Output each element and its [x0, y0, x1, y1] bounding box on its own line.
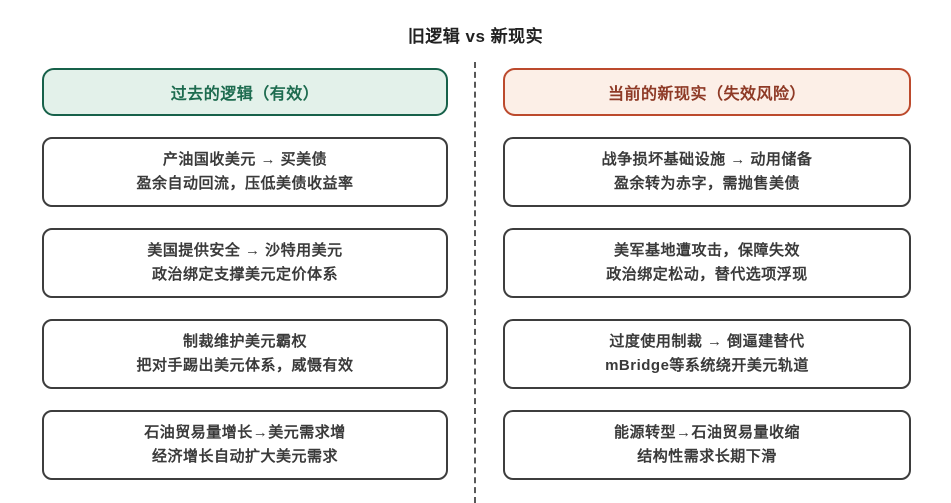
left-card-3: 制裁维护美元霸权 把对手踢出美元体系，威慑有效 [42, 319, 448, 389]
right-card-2: 美军基地遭攻击，保障失效 政治绑定松动，替代选项浮现 [503, 228, 911, 298]
right-card-4-line-2: 结构性需求长期下滑 [637, 447, 777, 465]
right-card-1-line-1: 战争损坏基础设施 → 动用储备 [601, 151, 813, 168]
right-card-2-line-2: 政治绑定松动，替代选项浮现 [606, 265, 808, 283]
page-title: 旧逻辑 vs 新现实 [407, 27, 544, 46]
left-card-4-line-2: 经济增长自动扩大美元需求 [151, 447, 338, 465]
left-card-4: 石油贸易量增长→美元需求增 经济增长自动扩大美元需求 [42, 410, 448, 480]
left-card-1-line-2: 盈余自动回流，压低美债收益率 [136, 174, 354, 192]
right-card-3-line-2: mBridge等系统绕开美元轨道 [605, 356, 809, 374]
left-card-1-line-1: 产油国收美元 → 买美债 [162, 151, 328, 168]
right-card-3: 过度使用制裁 → 倒逼建替代 mBridge等系统绕开美元轨道 [503, 319, 911, 389]
right-card-1: 战争损坏基础设施 → 动用储备 盈余转为赤字，需抛售美债 [503, 137, 911, 207]
right-card-4: 能源转型→石油贸易量收缩 结构性需求长期下滑 [503, 410, 911, 480]
left-card-2-line-1: 美国提供安全 → 沙特用美元 [147, 242, 343, 259]
left-card-3-line-1: 制裁维护美元霸权 [182, 333, 307, 350]
left-card-2-line-2: 政治绑定支撑美元定价体系 [151, 265, 338, 283]
column-divider [474, 62, 476, 503]
left-column: 过去的逻辑（有效） 产油国收美元 → 买美债 盈余自动回流，压低美债收益率 美国… [42, 68, 448, 480]
right-card-3-line-1: 过度使用制裁 → 倒逼建替代 [609, 333, 805, 350]
left-column-header: 过去的逻辑（有效） [42, 68, 448, 116]
right-column-header: 当前的新现实（失效风险） [503, 68, 911, 116]
left-card-2: 美国提供安全 → 沙特用美元 政治绑定支撑美元定价体系 [42, 228, 448, 298]
left-card-4-line-1: 石油贸易量增长→美元需求增 [144, 424, 346, 441]
left-card-1: 产油国收美元 → 买美债 盈余自动回流，压低美债收益率 [42, 137, 448, 207]
right-column: 当前的新现实（失效风险） 战争损坏基础设施 → 动用储备 盈余转为赤字，需抛售美… [503, 68, 911, 480]
right-card-4-line-1: 能源转型→石油贸易量收缩 [613, 424, 800, 441]
right-card-1-line-2: 盈余转为赤字，需抛售美债 [613, 174, 800, 192]
right-card-2-line-1: 美军基地遭攻击，保障失效 [613, 242, 800, 259]
left-card-3-line-2: 把对手踢出美元体系，威慑有效 [136, 356, 354, 374]
